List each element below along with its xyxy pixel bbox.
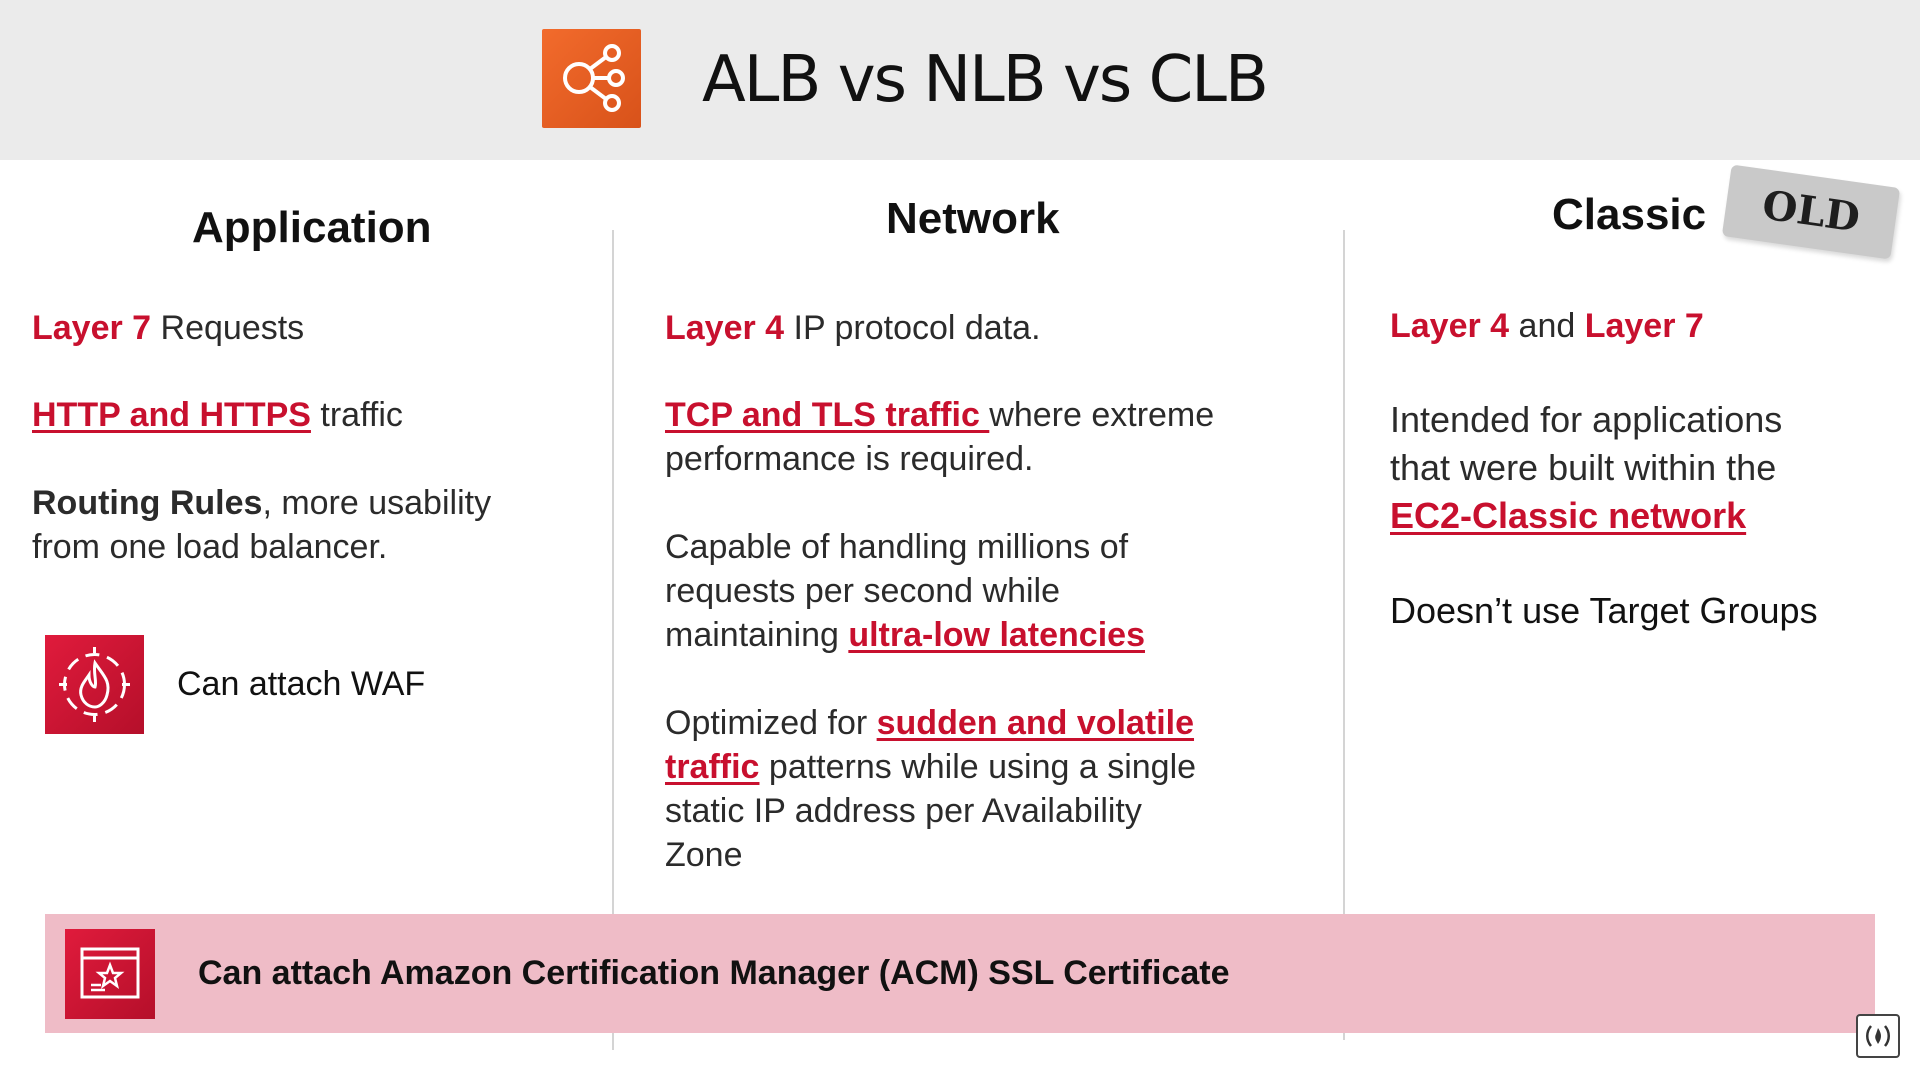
application-traffic-highlight: HTTP and HTTPS	[32, 396, 311, 434]
classic-intended-text: Intended for applications that were buil…	[1390, 396, 1782, 540]
network-opt-line4: Zone	[665, 836, 743, 874]
application-routing-line2: from one load balancer.	[32, 528, 388, 566]
classic-layer-line: Layer 4 and Layer 7	[1390, 304, 1704, 348]
application-traffic-line: HTTP and HTTPS traffic	[32, 393, 403, 437]
classic-intended-line2: that were built within the	[1390, 447, 1777, 488]
application-layer-rest: Requests	[151, 309, 305, 347]
network-latency-highlight: ultra-low latencies	[848, 616, 1145, 654]
network-opt-line2-rest: patterns while using a single	[759, 748, 1197, 786]
network-traffic-word-highlight: traffic	[665, 748, 760, 786]
waf-label: Can attach WAF	[177, 665, 426, 703]
network-traffic-highlight: TCP and TLS traffic	[665, 396, 990, 434]
network-opt-line1-plain: Optimized for	[665, 704, 877, 742]
column-divider-right	[1343, 230, 1345, 1040]
network-capability-text: Capable of handling millions of requests…	[665, 525, 1145, 657]
classic-layer-b: Layer 7	[1584, 307, 1704, 345]
slide-title: ALB vs NLB vs CLB	[702, 43, 1269, 117]
network-cap-line3-plain: maintaining	[665, 616, 849, 654]
application-routing-text: Routing Rules, more usability from one l…	[32, 481, 491, 569]
classic-layer-and: and	[1509, 307, 1585, 345]
classic-target-groups: Doesn’t use Target Groups	[1390, 590, 1818, 631]
slide-header: ALB vs NLB vs CLB	[0, 0, 1920, 160]
application-layer-line: Layer 7 Requests	[32, 306, 304, 350]
network-traffic-text: TCP and TLS traffic where extreme perfor…	[665, 393, 1214, 481]
network-layer-line: Layer 4 IP protocol data.	[665, 306, 1041, 350]
application-traffic-rest: traffic	[310, 396, 403, 434]
application-routing-rest: , more usability	[262, 484, 492, 522]
classic-ec2-classic-highlight: EC2-Classic network	[1390, 495, 1747, 536]
acm-label: Can attach Amazon Certification Manager …	[198, 954, 1230, 992]
network-traffic-rest: where extreme	[989, 396, 1215, 434]
elastic-load-balancing-icon	[542, 29, 641, 128]
network-traffic-line2: performance is required.	[665, 440, 1034, 478]
network-heading: Network	[886, 194, 1060, 243]
waf-shield-fire-icon	[45, 635, 144, 734]
network-layer-rest: IP protocol data.	[784, 309, 1041, 347]
network-sudden-highlight: sudden and volatile	[876, 704, 1195, 742]
network-cap-line2: requests per second while	[665, 572, 1061, 610]
column-divider-left	[612, 230, 614, 1050]
classic-intended-line1: Intended for applications	[1390, 399, 1783, 440]
application-heading: Application	[192, 203, 432, 252]
old-badge: OLD	[1721, 164, 1901, 260]
acm-banner: Can attach Amazon Certification Manager …	[45, 914, 1875, 1033]
certificate-manager-icon	[65, 929, 155, 1019]
classic-layer-a: Layer 4	[1390, 307, 1510, 345]
network-layer-highlight: Layer 4	[665, 309, 785, 347]
classic-heading: Classic	[1552, 190, 1707, 239]
freecodecamp-logo-icon	[1856, 1014, 1900, 1058]
network-optimized-text: Optimized for sudden and volatile traffi…	[665, 701, 1196, 877]
network-opt-line3: static IP address per Availability	[665, 792, 1142, 830]
application-routing-bold: Routing Rules	[32, 484, 263, 522]
network-cap-line1: Capable of handling millions of	[665, 528, 1129, 566]
application-layer-highlight: Layer 7	[32, 309, 152, 347]
